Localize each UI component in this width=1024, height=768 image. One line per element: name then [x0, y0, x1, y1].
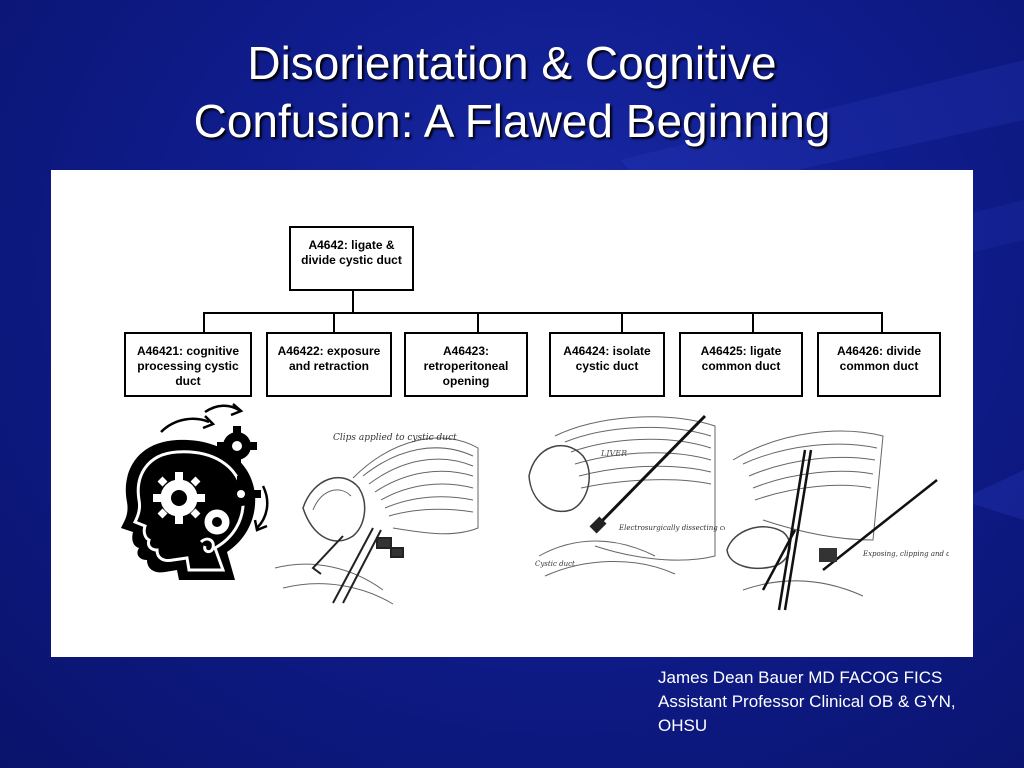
bus-line — [203, 312, 883, 314]
slide-title: Disorientation & Cognitive Confusion: A … — [0, 34, 1024, 150]
root-node: A4642: ligate & divide cystic duct — [289, 226, 414, 291]
drop-2 — [333, 312, 335, 332]
child-node-4-label: A46424: isolate cystic duct — [563, 344, 651, 373]
footer-line-3: OHSU — [658, 716, 708, 735]
diagram-panel: A4642: ligate & divide cystic duct A4642… — [51, 170, 973, 657]
child-node-5: A46425: ligate common duct — [679, 332, 803, 397]
head-gears-icon — [121, 403, 269, 580]
child-node-3: A46423: retroperitoneal opening — [404, 332, 528, 397]
clips-caption: Clips applied to cystic duct — [333, 433, 457, 443]
division-caption: Exposing, clipping and dividing the cyst… — [862, 550, 949, 558]
title-line-2: Confusion: A Flawed Beginning — [193, 95, 831, 147]
liver-caption: LIVER — [600, 449, 627, 458]
root-stem — [352, 290, 354, 314]
footer-line-2: Assistant Professor Clinical OB & GYN, — [658, 692, 956, 711]
drop-3 — [477, 312, 479, 332]
drop-1 — [203, 312, 205, 332]
surgical-illustration-clips: Clips applied to cystic duct — [274, 433, 479, 605]
child-node-1-label: A46421: cognitive processing cystic duct — [136, 344, 240, 388]
author-footer: James Dean Bauer MD FACOG FICS Assistant… — [658, 666, 956, 738]
child-node-4: A46424: isolate cystic duct — [549, 332, 665, 397]
footer-line-1: James Dean Bauer MD FACOG FICS — [658, 668, 943, 687]
child-node-1: A46421: cognitive processing cystic duct — [124, 332, 252, 397]
title-line-1: Disorientation & Cognitive — [247, 37, 777, 89]
child-node-2-label: A46422: exposure and retraction — [277, 344, 381, 373]
child-node-6: A46426: divide common duct — [817, 332, 941, 397]
surgical-illustration-division: Exposing, clipping and dividing the cyst… — [726, 430, 949, 611]
drop-6 — [881, 312, 883, 332]
drop-5 — [752, 312, 754, 332]
root-node-label: A4642: ligate & divide cystic duct — [301, 238, 402, 267]
child-node-5-label: A46425: ligate common duct — [700, 344, 782, 373]
child-node-2: A46422: exposure and retraction — [266, 332, 392, 397]
child-node-6-label: A46426: divide common duct — [836, 344, 922, 373]
child-node-3-label: A46423: retroperitoneal opening — [423, 344, 509, 388]
dissection-caption: Electrosurgically dissecting connective … — [618, 524, 725, 532]
drop-4 — [621, 312, 623, 332]
surgical-illustration-dissection: LIVER Electrosurgically dissecting conne… — [528, 414, 725, 577]
cystic-duct-caption: Cystic duct — [535, 560, 575, 568]
